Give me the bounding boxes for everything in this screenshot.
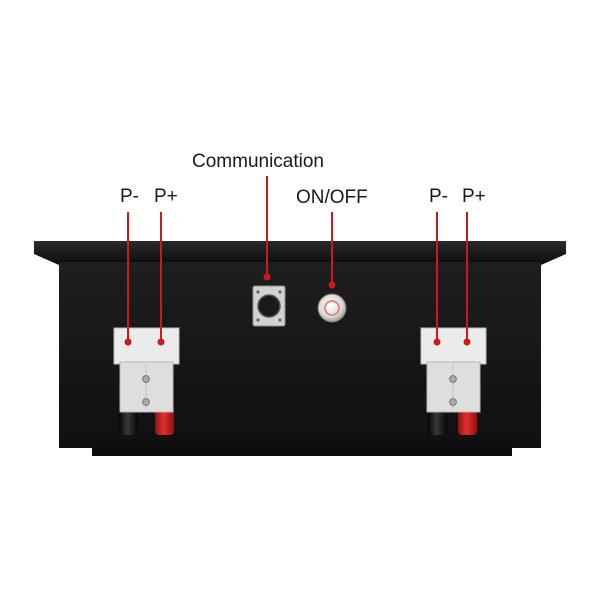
xlr-port-icon [252,285,286,327]
on-off-label: ON/OFF [296,187,368,208]
communication-label: Communication [192,151,324,172]
case-base [92,446,512,456]
left-negative-label: P- [120,186,139,207]
right-positive-label: P+ [462,186,486,207]
left-positive-label: P+ [154,186,178,207]
right-anderson-connector-icon [420,327,487,435]
case-lid [34,241,566,265]
callout-lines [124,176,471,346]
left-anderson-connector-icon [113,327,180,435]
right-negative-label: P- [429,186,448,207]
power-button-icon [317,293,347,323]
